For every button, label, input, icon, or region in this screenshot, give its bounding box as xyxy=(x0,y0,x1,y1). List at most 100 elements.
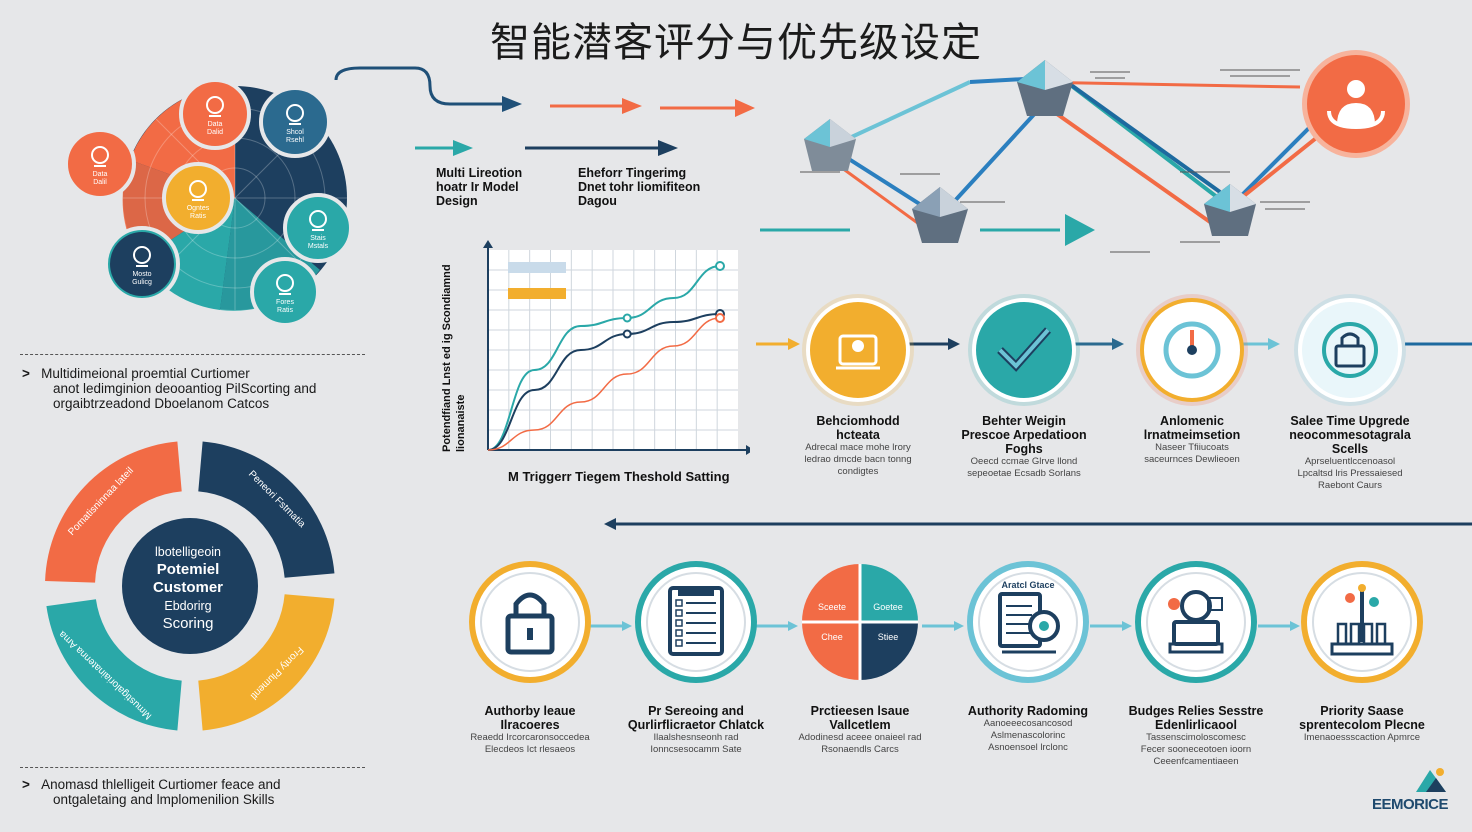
hub-right xyxy=(1204,184,1256,236)
chart-icon xyxy=(133,246,151,267)
donut-segment-2 xyxy=(198,441,335,578)
quadrant-label: Chee xyxy=(821,632,843,642)
mid-step-3 xyxy=(1140,298,1244,402)
mid-step-title-line: lrnatmeimsetion xyxy=(1143,428,1241,442)
mid-step-2 xyxy=(972,298,1076,402)
bottom-step-desc-line: Ionncsesocamm Sate xyxy=(650,744,742,755)
bottom-step-desc-line: Asnoensoel lrclonc xyxy=(988,742,1068,753)
chart-y-arrow xyxy=(483,240,493,248)
chart-series-point-1 xyxy=(622,313,632,323)
analytics-icon xyxy=(286,104,304,125)
hub-top xyxy=(1017,60,1073,116)
gauge-icon xyxy=(1163,321,1221,379)
document-top-label: Aratcl Gtace xyxy=(1001,580,1054,590)
database-icon xyxy=(91,146,109,167)
note-2-line-1: Anomasd thlelligeit Curtiomer feace and xyxy=(41,777,281,792)
note-1: > Multidimeional proemtial Curtiomer ano… xyxy=(22,366,362,411)
wheel-node-label: Stais xyxy=(310,235,326,242)
bottom-step-title-line: Priority Saase xyxy=(1320,704,1404,718)
mid-step-title-line: Foghs xyxy=(1005,442,1043,456)
brand-name: EEMORICE xyxy=(1372,796,1449,813)
chart-ylabel: Potendfiand Lnst ed ig Scondiamnd lionan… xyxy=(441,264,467,452)
arrow-head-5 xyxy=(658,140,678,156)
bottom-step-desc-line: Tassenscimoloscomesc xyxy=(1146,732,1246,743)
network-arrow-head xyxy=(1065,214,1095,246)
top-label-1-line-3: Design xyxy=(436,194,478,208)
mid-step-desc-line: Naseer Tfiiucoats xyxy=(1155,442,1229,453)
quadrant-label: Sceete xyxy=(818,602,846,612)
briefcase-icon xyxy=(836,334,880,370)
note-1-line-2: anot ledimginion deooantiog PilScorting … xyxy=(53,381,317,396)
wheel-node-label: Rsehl xyxy=(286,137,304,144)
bottom-step-desc-line: Adodinesd aceee onaieel rad xyxy=(798,732,922,743)
mid-flow-arrows xyxy=(756,338,1472,350)
mid-step-desc-line: condigtes xyxy=(837,466,879,477)
top-label-1-line-2: hoatr Ir Model xyxy=(436,180,519,194)
lock-icon xyxy=(469,561,591,683)
mid-step-desc-line: Oeecd ccmae Glrve llond xyxy=(970,456,1078,467)
top-label-2-line-2: Dnet tohr liomifiteon xyxy=(578,180,701,194)
wheel-node-label: Dalid xyxy=(207,129,223,136)
team-icon xyxy=(1135,561,1257,683)
mid-step-title-line: Scells xyxy=(1331,442,1369,456)
wheel-node-label: Gulicg xyxy=(132,279,152,286)
note-divider-2 xyxy=(20,767,365,768)
mid-step-desc-line: sepeoetae Ecsadb Sorlans xyxy=(967,468,1081,479)
flow-line-1 xyxy=(334,66,510,106)
top-flow-arrows xyxy=(334,66,755,156)
chart-series-line-3 xyxy=(487,317,721,451)
donut-center-line-5: Scoring xyxy=(162,615,214,632)
network-links xyxy=(819,75,1337,234)
checkmark-icon xyxy=(997,327,1051,372)
bottom-step-title-line: Qurlirflicraetor Chlatck xyxy=(627,718,765,732)
top-label-2-line-1: Eheforr Tingerimg xyxy=(578,166,687,180)
donut-center-text: lbotelligeoin Potemiel Customer Ebdorirg… xyxy=(118,543,258,633)
threshold-chart xyxy=(483,240,750,455)
mid-step-desc-line: Adrecal mace mohe lrory xyxy=(805,442,911,453)
bottom-step-title-line: Ilracoeres xyxy=(500,718,560,732)
mid-step-title-line: Prescoe Arpedatioon xyxy=(961,428,1087,442)
note-divider-1 xyxy=(20,354,365,355)
hub-left xyxy=(804,119,856,171)
wheel-node-label: Data xyxy=(208,121,223,128)
donut-center-line-3: Customer xyxy=(152,579,223,596)
hub-bottom xyxy=(912,187,968,243)
top-label-2: Eheforr Tingerimg Dnet tohr liomifiteon … xyxy=(578,166,700,208)
bottom-step-title-line: Budges Relies Sesstre xyxy=(1128,704,1264,718)
wheel-node-label: Dalil xyxy=(93,179,107,186)
chart-x-arrow xyxy=(746,445,750,455)
chart-series-point-2 xyxy=(622,329,632,339)
bottom-step-6 xyxy=(1300,560,1424,684)
checklist-icon xyxy=(635,561,757,683)
top-label-2-line-3: Dagou xyxy=(578,194,617,208)
note-2-line-2: ontgaletaing and lmplomenilion Skills xyxy=(53,792,275,807)
bottom-step-title-line: Prctieesen lsaue xyxy=(810,704,910,718)
bottom-step-desc-line: Ilaalshesnseonh rad xyxy=(653,732,739,743)
bottom-step-desc-line: Aslmenascolorinc xyxy=(990,730,1066,741)
note-1-line-1: Multidimeional proemtial Curtiomer xyxy=(41,366,250,381)
mid-step-desc-line: Lpcaltsd lris Pressaiesed xyxy=(1297,468,1403,479)
bottom-step-desc-line: Imenaoessscaction Apmrce xyxy=(1303,732,1421,743)
mid-step-title-line: Behter Weigin xyxy=(982,414,1066,428)
mid-step-title-line: neocommesotagrala xyxy=(1289,428,1411,442)
bottom-step-desc-line: Reaedd Ircorcaronsoccedea xyxy=(470,732,590,743)
chart-series-line-2 xyxy=(487,313,721,451)
arrow-head-1 xyxy=(502,96,522,112)
chart-series-marker-1 xyxy=(715,261,725,271)
mid-step-title-line: Behciomhodd xyxy=(816,414,900,428)
wheel-node-label: Fores xyxy=(276,299,294,306)
legend-box-1 xyxy=(508,262,566,273)
donut-center xyxy=(118,514,262,658)
bottom-step-title-line: Vallcetlem xyxy=(829,718,891,732)
growth-icon xyxy=(1301,561,1423,683)
